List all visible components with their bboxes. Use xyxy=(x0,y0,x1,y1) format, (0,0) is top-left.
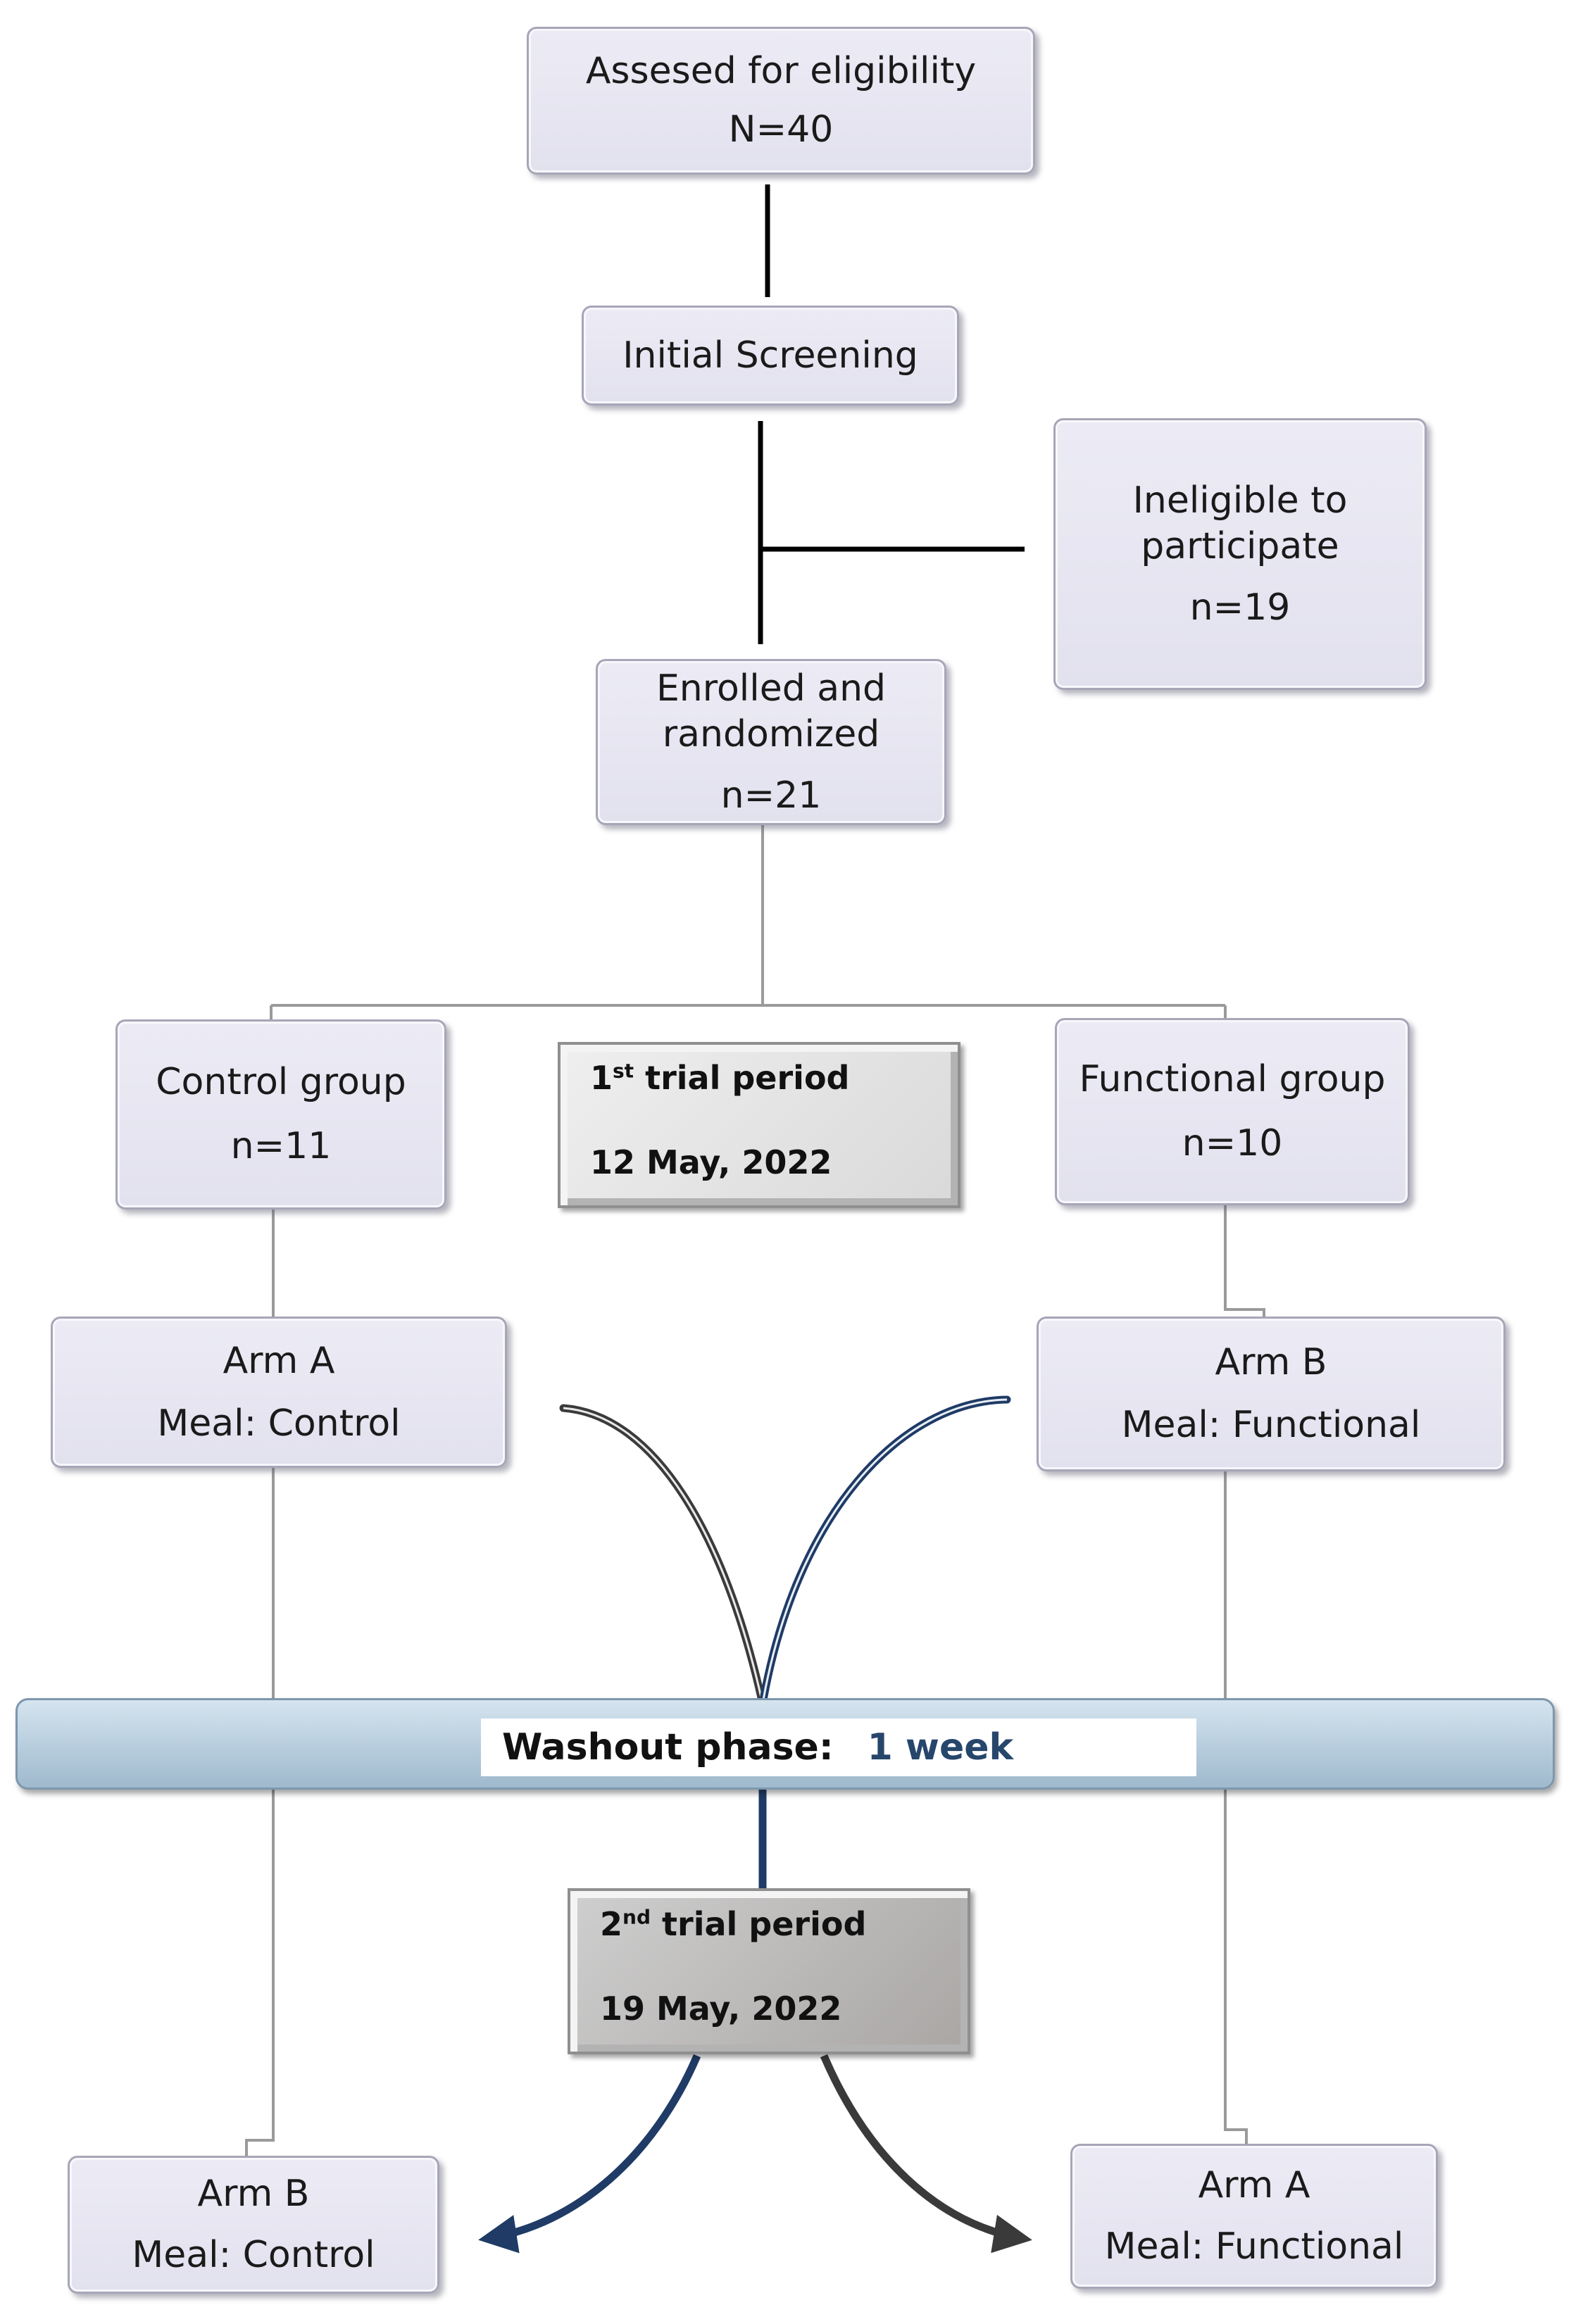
washout-label: Washout phase: xyxy=(502,1726,834,1769)
trial-period-1: 1st trial period 12 May, 2022 xyxy=(558,1042,960,1208)
ineligible-count: n=19 xyxy=(1189,586,1291,629)
trial-period-1-date: 12 May, 2022 xyxy=(590,1143,832,1181)
screening-title: Initial Screening xyxy=(622,334,918,377)
washout-duration: 1 week xyxy=(867,1726,1014,1769)
assessed-title: Assesed for eligibility xyxy=(585,50,977,92)
arm-b-second-title: Arm B xyxy=(197,2173,310,2215)
trial-period-1-title: 1st trial period xyxy=(590,1059,850,1097)
washout-label-panel: Washout phase: 1 week xyxy=(481,1719,1196,1776)
arm-a-first-title: Arm A xyxy=(223,1339,335,1382)
crossover-arrow-blue-upper xyxy=(758,1395,1011,1708)
ineligible-box: Ineligible to participate n=19 xyxy=(1053,418,1427,690)
enrolled-count: n=21 xyxy=(720,774,822,817)
arm-b-second-meal: Meal: Control xyxy=(132,2234,375,2276)
crossover-arrow-dark-upper xyxy=(559,1404,767,1708)
trial-period-2-title: 2nd trial period xyxy=(600,1905,867,1943)
arm-b-first-title: Arm B xyxy=(1215,1341,1327,1383)
enrolled-line2: randomized xyxy=(662,712,880,755)
crossover-arrow-dark-lower xyxy=(820,2054,1032,2254)
enrolled-line1: Enrolled and xyxy=(656,667,887,710)
control-group-title: Control group xyxy=(156,1061,406,1103)
screening-box: Initial Screening xyxy=(582,306,959,406)
arm-b-first-meal: Meal: Functional xyxy=(1121,1404,1421,1446)
crossover-arrow-blue-lower xyxy=(478,2054,701,2254)
arm-b-first-box: Arm B Meal: Functional xyxy=(1037,1317,1506,1471)
arm-a-second-meal: Meal: Functional xyxy=(1104,2225,1404,2268)
control-group-count: n=11 xyxy=(230,1125,332,1167)
arm-a-first-meal: Meal: Control xyxy=(157,1402,401,1445)
washout-bar: Washout phase: 1 week xyxy=(15,1698,1555,1790)
connector-arma-armb-second xyxy=(245,1468,275,2156)
assessed-box: Assesed for eligibility N=40 xyxy=(527,27,1035,175)
control-group-box: Control group n=11 xyxy=(115,1019,446,1210)
functional-group-box: Functional group n=10 xyxy=(1055,1018,1410,1205)
assessed-count: N=40 xyxy=(728,108,834,151)
functional-group-title: Functional group xyxy=(1079,1058,1386,1100)
ineligible-line1: Ineligible to xyxy=(1132,479,1348,522)
ineligible-line2: participate xyxy=(1141,525,1339,567)
enrolled-box: Enrolled and randomized n=21 xyxy=(596,659,946,825)
trial-period-2-date: 19 May, 2022 xyxy=(600,1990,842,2028)
connector-armb-arma-second xyxy=(1224,1471,1248,2144)
arm-a-second-title: Arm A xyxy=(1198,2164,1310,2206)
functional-group-count: n=10 xyxy=(1182,1122,1283,1164)
arm-b-second-box: Arm B Meal: Control xyxy=(68,2156,439,2294)
connector-functional-armb xyxy=(1224,1205,1265,1317)
arm-a-first-box: Arm A Meal: Control xyxy=(51,1317,507,1468)
trial-period-2: 2nd trial period 19 May, 2022 xyxy=(568,1888,970,2054)
arm-a-second-box: Arm A Meal: Functional xyxy=(1070,2144,1438,2289)
